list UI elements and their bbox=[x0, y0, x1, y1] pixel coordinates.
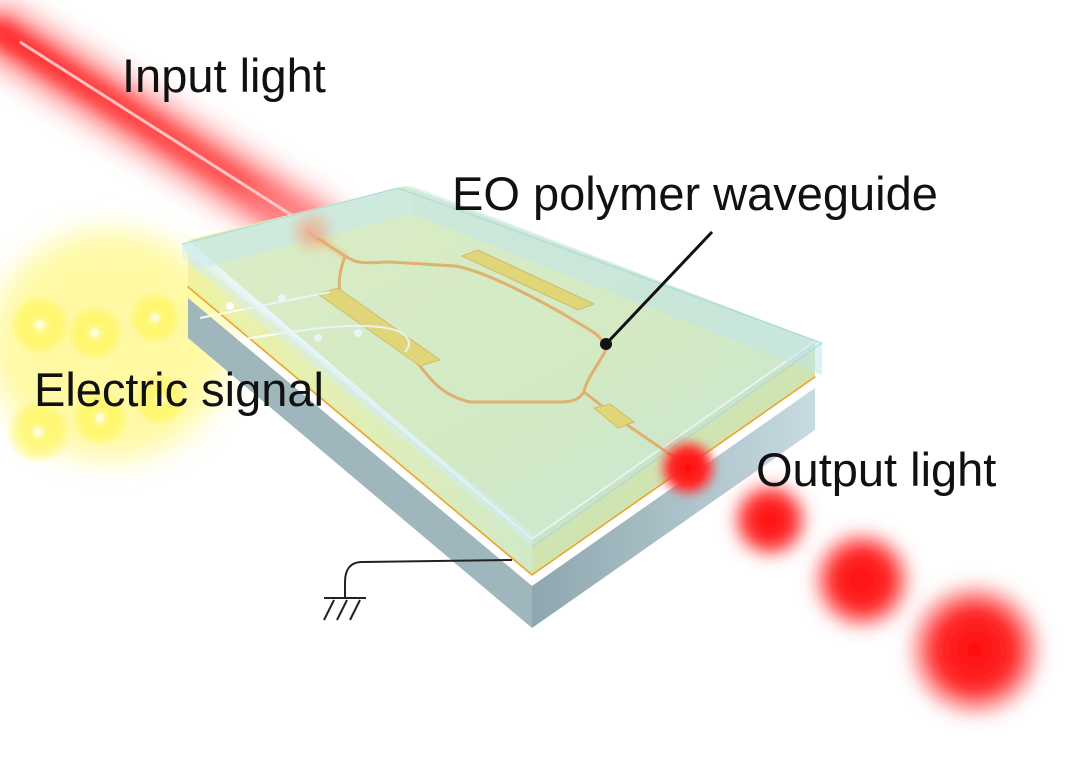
ground-symbol-icon bbox=[323, 597, 366, 621]
input-light-label: Input light bbox=[122, 49, 326, 102]
waveguide-label: EO polymer waveguide bbox=[452, 167, 938, 220]
electric-signal-glow bbox=[0, 230, 230, 464]
upper-electrode bbox=[460, 249, 596, 311]
input-coupling-glow bbox=[296, 216, 328, 248]
input-light-beam bbox=[0, 5, 345, 259]
output-light-label: Output light bbox=[756, 443, 997, 496]
chip-top-face bbox=[188, 186, 815, 538]
electric-signal-label: Electric signal bbox=[34, 363, 324, 416]
substrate bbox=[188, 298, 815, 628]
ground-wire bbox=[344, 559, 513, 598]
waveguide-leader-line bbox=[600, 230, 714, 350]
output-light-beam bbox=[656, 436, 1047, 722]
